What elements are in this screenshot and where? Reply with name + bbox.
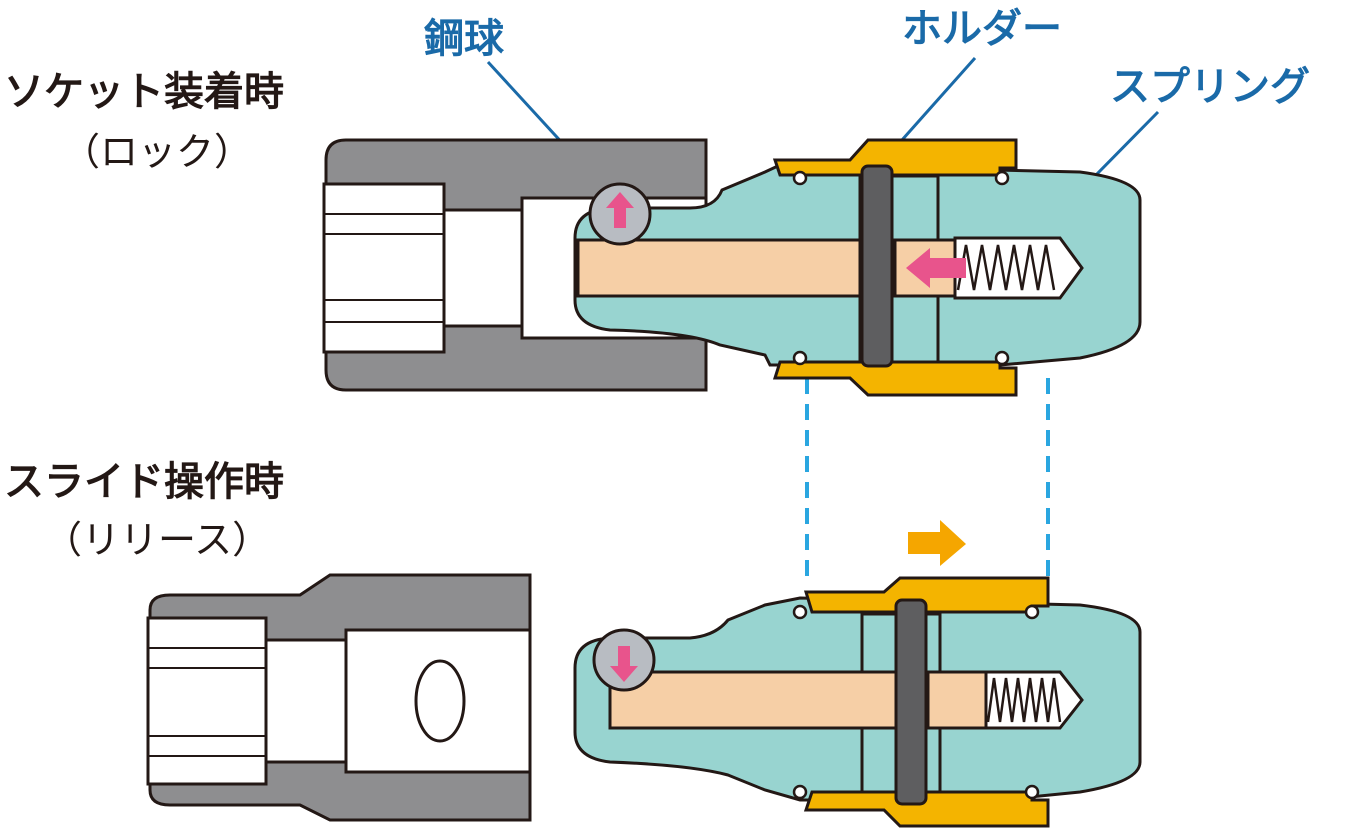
holder-leader-line	[900, 57, 977, 141]
release-plunger-pin	[608, 670, 898, 730]
release-socket-square-bore	[264, 638, 350, 764]
socket-square-bore	[442, 208, 526, 328]
release-socket-hex-bore	[146, 616, 268, 786]
spring-coil	[956, 244, 1056, 291]
spring-callout-label: スプリング	[1110, 64, 1310, 110]
release-cross-pin	[894, 598, 928, 806]
release-socket-detent	[414, 659, 466, 743]
release-assembly	[146, 520, 1142, 828]
arrow-left-icon	[906, 248, 966, 288]
release-state-title: スライド操作時	[4, 459, 284, 505]
release-state-subtitle: （リリース）	[44, 518, 270, 562]
arrow-down-icon	[610, 646, 638, 682]
release-holder-sleeve	[803, 576, 1050, 614]
locked-assembly	[322, 138, 1142, 397]
socket-hex-bore	[322, 182, 446, 354]
release-spring-coil	[986, 677, 1062, 723]
arrow-up-icon	[606, 192, 634, 228]
locked-state-subtitle: （ロック）	[62, 130, 252, 174]
ball-callout-label: 鋼球	[424, 16, 505, 62]
holder-callout-label: ホルダー	[902, 6, 1062, 52]
holder-sleeve-lower	[772, 360, 1018, 397]
cross-pin	[860, 164, 894, 368]
arrow-right-icon	[908, 520, 966, 566]
locked-state-title: ソケット装着時	[4, 69, 284, 115]
release-plunger-tail	[926, 670, 990, 730]
plunger-pin	[576, 238, 862, 298]
holder-sleeve	[772, 138, 1018, 177]
